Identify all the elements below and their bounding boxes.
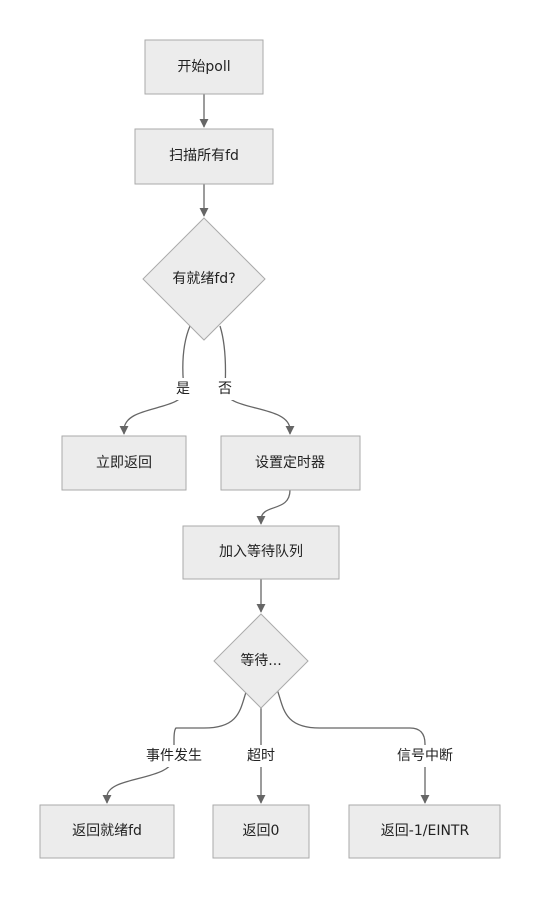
- node-return-eintr-label: 返回-1/EINTR: [381, 823, 470, 839]
- edge-timer-queue: [256, 489, 291, 525]
- node-set-timer-label: 设置定时器: [255, 455, 325, 471]
- node-set-timer: 设置定时器: [220, 435, 361, 491]
- node-return-zero-label: 返回0: [243, 823, 280, 839]
- edge-labels: 是 否 事件发生 超时 信号中断: [138, 378, 461, 767]
- edge-label-no: 否: [218, 381, 232, 397]
- edge-label-yes: 是: [176, 381, 190, 397]
- node-waiting-label: 等待...: [240, 652, 281, 669]
- node-return-eintr: 返回-1/EINTR: [348, 804, 501, 859]
- edge-label-timeout: 超时: [247, 748, 275, 764]
- node-start-label: 开始poll: [177, 59, 230, 75]
- node-decision-ready: 有就绪fd?: [142, 217, 266, 341]
- node-return-zero: 返回0: [212, 804, 310, 859]
- node-add-wait-queue: 加入等待队列: [182, 525, 340, 580]
- node-scan: 扫描所有fd: [134, 128, 274, 185]
- node-waiting: 等待...: [213, 613, 309, 709]
- edge-label-event: 事件发生: [146, 748, 202, 764]
- node-decision-ready-label: 有就绪fd?: [172, 271, 235, 287]
- node-return-now: 立即返回: [61, 435, 187, 491]
- edge-label-signal: 信号中断: [397, 748, 453, 764]
- node-return-ready-label: 返回就绪fd: [72, 823, 142, 839]
- edge-signal: [274, 683, 430, 804]
- node-return-now-label: 立即返回: [96, 455, 152, 471]
- node-start: 开始poll: [144, 39, 264, 95]
- node-add-wait-queue-label: 加入等待队列: [219, 543, 303, 560]
- node-scan-label: 扫描所有fd: [169, 148, 239, 164]
- edge-event: [102, 683, 250, 804]
- node-return-ready: 返回就绪fd: [39, 804, 175, 859]
